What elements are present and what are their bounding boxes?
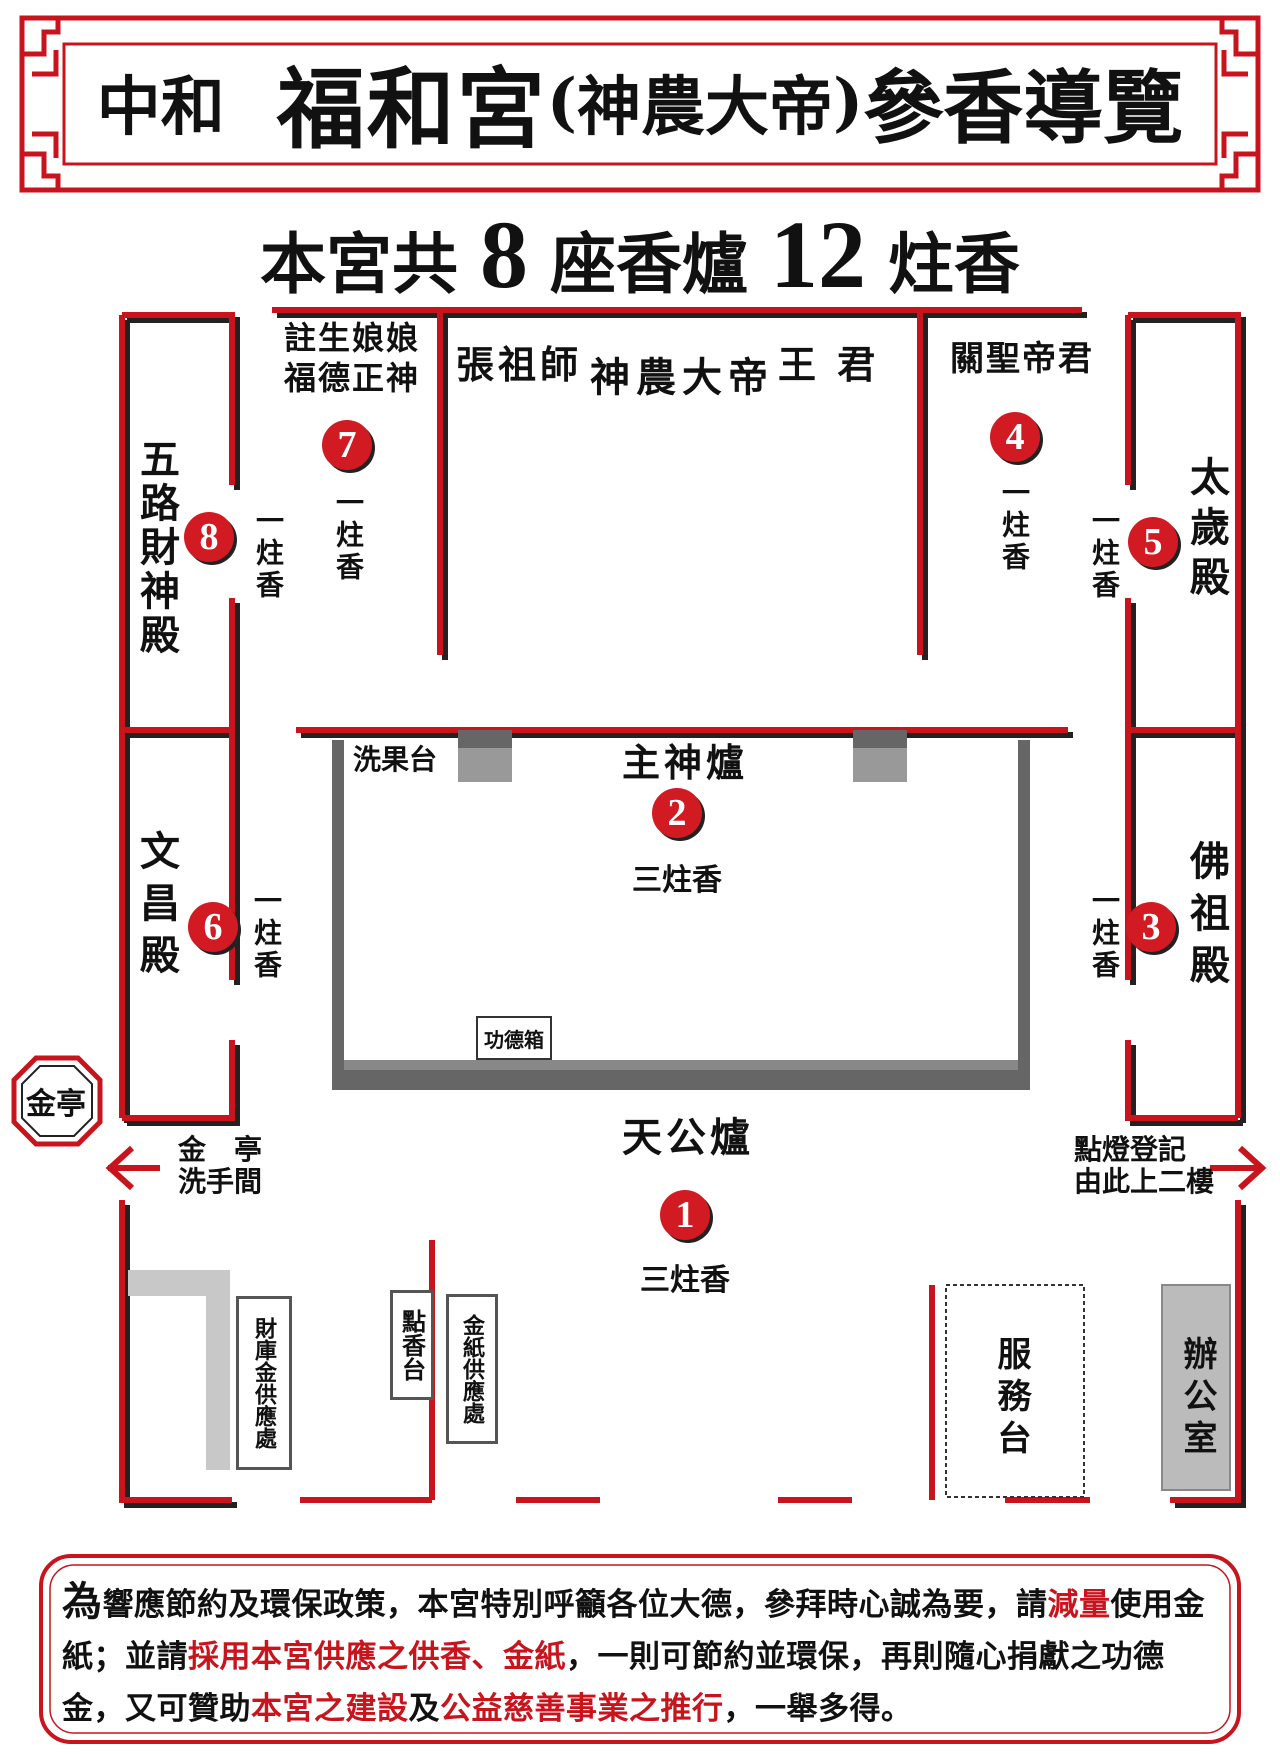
station-6-incense: 一炷香 — [250, 886, 283, 982]
station-7-marker: 7 — [322, 420, 372, 470]
title-frame — [19, 15, 1261, 193]
fruit-table-label: 洗果台 — [344, 738, 446, 778]
right-exit-line-1: 點燈登記 — [1074, 1133, 1187, 1166]
merit-box-label: 功德箱 — [476, 1016, 552, 1060]
station-1-marker: 1 — [660, 1190, 710, 1240]
floor-plan — [11, 307, 1267, 1508]
right-exit-line-2: 由此上二樓 — [1074, 1165, 1215, 1198]
label-zhusheng: 註生娘娘 — [284, 319, 421, 357]
notice-part-5: ，一舉多得。 — [723, 1691, 913, 1727]
incense-count: 12 — [770, 201, 866, 308]
label-wulu-hall: 五路財神殿 — [133, 438, 180, 658]
station-3-incense: 一炷香 — [1088, 886, 1121, 982]
paper-supply-label: 金紙供應處 — [446, 1294, 498, 1444]
left-exit-line-1: 金 亭 — [178, 1133, 263, 1166]
gold-pavilion-label: 金亭 — [26, 1087, 86, 1122]
label-tiangong-censer: 天公爐 — [622, 1114, 754, 1161]
label-fude: 福德正神 — [284, 359, 421, 397]
title-deity: 神農大帝 — [577, 70, 833, 145]
label-fozu-hall: 佛祖殿 — [1183, 840, 1230, 996]
conservation-notice: 為響應節約及環保政策，本宮特別呼籲各位大德，參拜時心誠為要，請減量使用金紙；並請… — [62, 1576, 1222, 1736]
notice-part-4: 及 — [408, 1691, 440, 1727]
notice-part-2: 使用金紙；並請 — [62, 1587, 1205, 1675]
notice-highlight-3: 本宮之建設 — [251, 1691, 409, 1727]
summary-suffix: 炷香 — [888, 225, 1020, 303]
notice-lead: 為 — [62, 1578, 103, 1625]
station-8-marker: 8 — [184, 512, 234, 562]
station-4-marker: 4 — [990, 412, 1040, 462]
title-paren-open: ( — [546, 64, 577, 140]
label-wang-jun: 王 君 — [778, 342, 880, 387]
label-main-censer: 主神爐 — [622, 740, 749, 785]
treasury-supply-label: 財庫金供應處 — [236, 1296, 292, 1470]
station-6-marker: 6 — [188, 902, 238, 952]
incense-table-label: 點香台 — [390, 1290, 434, 1400]
label-zhang-zushi: 張祖師 — [456, 342, 583, 387]
notice-part-3: ，一則可節約並環保，再則隨心捐獻之功德金，又可贊助 — [62, 1639, 1165, 1727]
title-paren-close: ) — [833, 64, 864, 140]
censer-count: 8 — [480, 201, 528, 308]
title-tail: 參香導覽 — [863, 61, 1184, 155]
label-guansheng: 關聖帝君 — [950, 339, 1094, 379]
label-taisui-hall: 太歲殿 — [1183, 456, 1230, 606]
station-2-marker: 2 — [652, 788, 702, 838]
station-8-incense: 一炷香 — [252, 506, 285, 602]
notice-frame — [39, 1554, 1241, 1744]
station-7-incense: 一炷香 — [332, 488, 365, 584]
notice-highlight-4: 公益慈善事業之推行 — [440, 1691, 724, 1727]
title-district: 中和 — [96, 70, 225, 145]
station-3-marker: 3 — [1126, 902, 1176, 952]
label-wenchang-hall: 文昌殿 — [133, 830, 180, 986]
station-5-marker: 5 — [1128, 517, 1178, 567]
label-shennong: 神農大帝 — [590, 354, 774, 401]
notice-part-1: 響應節約及環保政策，本宮特別呼籲各位大德，參拜時心誠為要，請 — [102, 1587, 1048, 1623]
station-2-incense: 三炷香 — [632, 863, 722, 898]
left-exit-line-2: 洗手間 — [178, 1165, 263, 1198]
station-4-incense: 一炷香 — [998, 478, 1031, 574]
summary-mid: 座香爐 — [550, 225, 748, 303]
notice-highlight-2: 採用本宮供應之供香、金紙 — [188, 1639, 566, 1675]
title-temple: 福和宮 — [276, 56, 547, 161]
summary-prefix: 本宮共 — [260, 225, 458, 303]
notice-highlight-1: 減量 — [1047, 1587, 1111, 1623]
page-title: 中和 福和宮 ( 神農大帝 ) 參香導覽 — [70, 42, 1210, 162]
station-5-incense: 一炷香 — [1088, 506, 1121, 602]
station-1-incense: 三炷香 — [640, 1263, 730, 1298]
office-label: 辦公室 — [1177, 1336, 1217, 1462]
service-desk-label: 服務台 — [991, 1336, 1031, 1462]
